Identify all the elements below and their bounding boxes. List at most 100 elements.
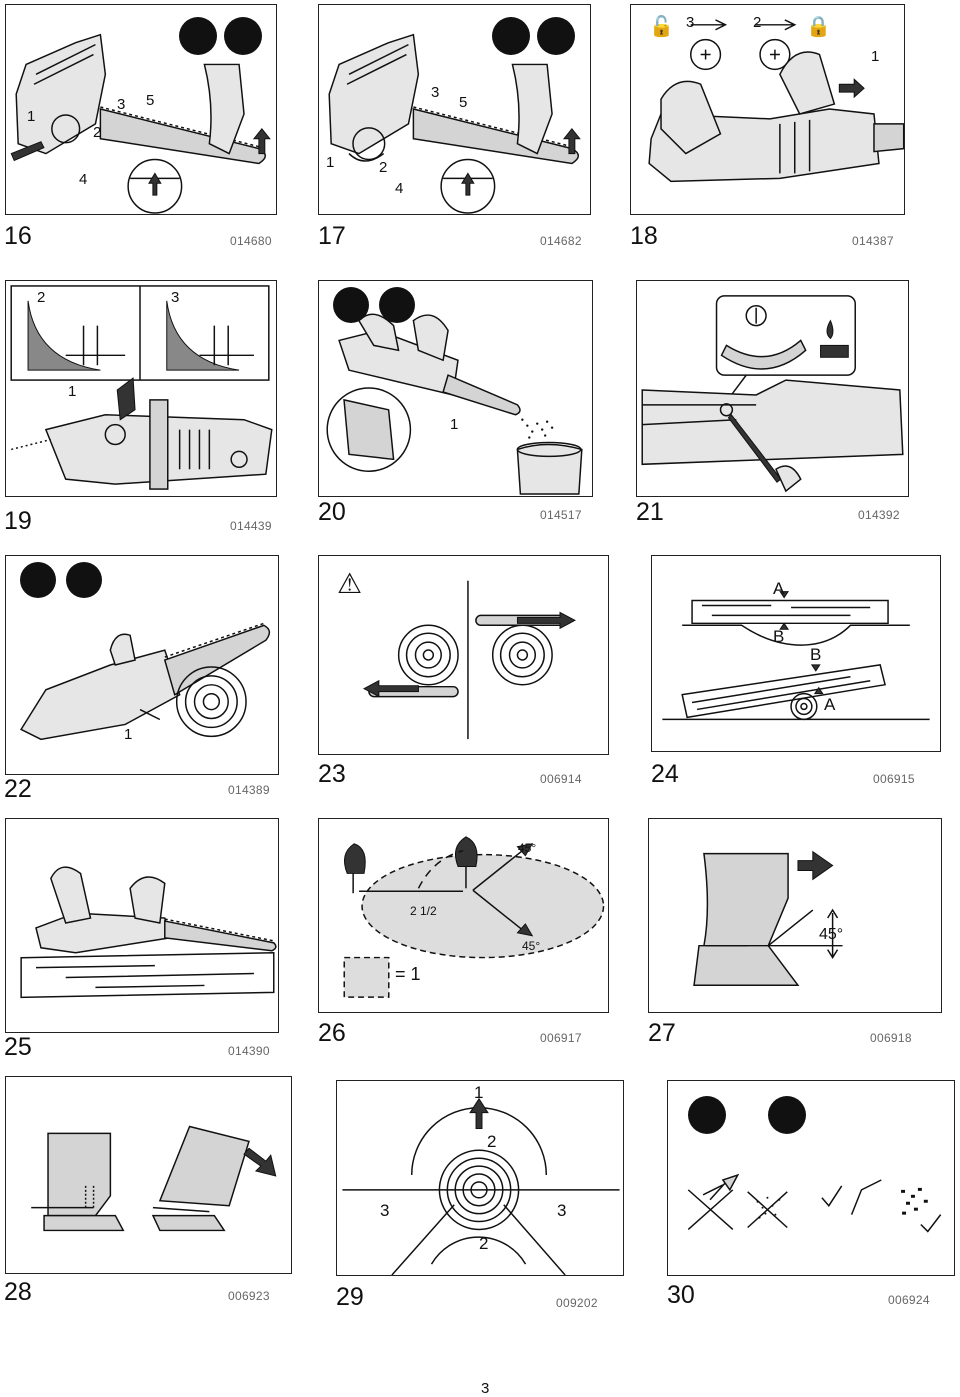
figure-18-code: 014387 bbox=[852, 234, 894, 248]
callout-1: 1 bbox=[326, 154, 335, 171]
figure-29-number: 29 bbox=[336, 1283, 364, 1311]
figure-29-drawing bbox=[342, 1097, 620, 1275]
figure-23-panel: ⚠ bbox=[318, 555, 609, 755]
figure-28-code: 006923 bbox=[228, 1289, 270, 1303]
callout-B: B bbox=[810, 645, 822, 664]
figure-28-drawing bbox=[31, 1125, 277, 1232]
figure-27-panel: 45° bbox=[648, 818, 942, 1013]
callout-A: A bbox=[824, 695, 836, 714]
gloves-icon bbox=[379, 287, 415, 323]
figure-21-code: 014392 bbox=[858, 508, 900, 522]
callout-3: 3 bbox=[431, 84, 440, 101]
figure-23-code: 006914 bbox=[540, 772, 582, 786]
figure-20-drawing bbox=[326, 313, 583, 495]
angle-label-bottom: 45° bbox=[522, 939, 541, 953]
helmet-goggles-icon bbox=[20, 562, 56, 598]
figure-18-panel: 🔓 🔒 1 2 3 bbox=[630, 4, 905, 215]
legend-equals-1: = 1 bbox=[395, 964, 421, 984]
figure-23-drawing bbox=[362, 580, 576, 740]
figure-26-drawing bbox=[343, 836, 605, 998]
figure-17-panel: 1 2 3 4 5 bbox=[318, 4, 591, 215]
unplug-icon bbox=[179, 17, 217, 55]
helmet-goggles-icon bbox=[333, 287, 369, 323]
gloves-icon bbox=[66, 562, 102, 598]
callout-1: 1 bbox=[27, 108, 36, 125]
figure-29-code: 009202 bbox=[556, 1296, 598, 1310]
figure-24-panel: A B B A bbox=[651, 555, 941, 752]
figure-27-drawing bbox=[693, 850, 843, 987]
figure-28-number: 28 bbox=[4, 1278, 32, 1306]
zone-label-3-right: 3 bbox=[557, 1201, 567, 1220]
callout-3: 3 bbox=[171, 289, 180, 306]
figure-18-number: 18 bbox=[630, 222, 658, 250]
figure-16-code: 014680 bbox=[230, 234, 272, 248]
callout-2: 2 bbox=[753, 14, 762, 31]
unplug-icon bbox=[492, 17, 530, 55]
callout-3: 3 bbox=[117, 96, 126, 113]
angle-label: 45° bbox=[819, 926, 844, 943]
page-number: 3 bbox=[481, 1380, 490, 1397]
figure-16-drawing bbox=[10, 33, 271, 214]
figure-18-drawing bbox=[648, 19, 904, 183]
lock-icon: 🔒 bbox=[806, 16, 831, 38]
figure-25-panel bbox=[5, 818, 279, 1033]
figure-26-panel: 45° 2 1/2 45° = 1 bbox=[318, 818, 609, 1013]
figure-19-number: 19 bbox=[4, 507, 32, 535]
figure-21-panel bbox=[636, 280, 909, 497]
figure-19-drawing bbox=[10, 285, 273, 490]
figure-25-drawing bbox=[20, 866, 277, 999]
figure-24-code: 006915 bbox=[873, 772, 915, 786]
zone-label-1: 1 bbox=[474, 1083, 484, 1102]
gloves-icon bbox=[224, 17, 262, 55]
zone-label-3-left: 3 bbox=[380, 1201, 390, 1220]
unlock-icon: 🔓 bbox=[649, 16, 674, 38]
figure-16-panel: 1 2 3 4 5 bbox=[5, 4, 277, 215]
figure-24-number: 24 bbox=[651, 760, 679, 788]
callout-2: 2 bbox=[93, 124, 102, 141]
figure-17-code: 014682 bbox=[540, 234, 582, 248]
callout-4: 4 bbox=[395, 180, 404, 197]
figure-20-number: 20 bbox=[318, 498, 346, 526]
figure-30-code: 006924 bbox=[888, 1293, 930, 1307]
callout-1: 1 bbox=[450, 416, 459, 433]
figure-19-code: 014439 bbox=[230, 519, 272, 533]
callout-1: 1 bbox=[124, 726, 133, 743]
figure-21-number: 21 bbox=[636, 498, 664, 526]
callout-2: 2 bbox=[37, 289, 46, 306]
figure-20-code: 014517 bbox=[540, 508, 582, 522]
unplug-icon bbox=[688, 1096, 726, 1134]
angle-label-top: 45° bbox=[518, 841, 537, 855]
figure-16-number: 16 bbox=[4, 222, 32, 250]
callout-3: 3 bbox=[686, 14, 695, 31]
gloves-icon bbox=[768, 1096, 806, 1134]
figure-26-number: 26 bbox=[318, 1019, 346, 1047]
callout-4: 4 bbox=[79, 171, 88, 188]
zone-label-2-bottom: 2 bbox=[479, 1234, 489, 1253]
figure-24-drawing bbox=[662, 591, 930, 721]
callout-A: A bbox=[773, 579, 785, 598]
figure-30-number: 30 bbox=[667, 1281, 695, 1309]
zone-label-2-top: 2 bbox=[487, 1132, 497, 1151]
figure-25-number: 25 bbox=[4, 1033, 32, 1061]
figure-30-panel bbox=[667, 1080, 955, 1276]
callout-2: 2 bbox=[379, 159, 388, 176]
distance-label: 2 1/2 bbox=[410, 904, 437, 918]
figure-22-code: 014389 bbox=[228, 783, 270, 797]
figure-20-panel: 1 bbox=[318, 280, 593, 497]
figure-19-panel: 1 2 3 bbox=[5, 280, 277, 497]
warning-icon: ⚠ bbox=[337, 568, 363, 599]
figure-28-panel bbox=[5, 1076, 292, 1274]
figure-29-panel: 1 2 3 3 2 bbox=[336, 1080, 624, 1276]
figure-17-number: 17 bbox=[318, 222, 346, 250]
callout-B: B bbox=[773, 627, 785, 646]
callout-1: 1 bbox=[871, 48, 880, 65]
figure-27-number: 27 bbox=[648, 1019, 676, 1047]
figure-21-drawing bbox=[641, 295, 904, 493]
figure-22-panel: 1 bbox=[5, 555, 279, 775]
figure-30-drawing bbox=[687, 1173, 942, 1233]
callout-5: 5 bbox=[459, 94, 468, 111]
figure-22-number: 22 bbox=[4, 775, 32, 803]
figure-23-number: 23 bbox=[318, 760, 346, 788]
callout-1: 1 bbox=[68, 383, 77, 400]
gloves-icon bbox=[537, 17, 575, 55]
